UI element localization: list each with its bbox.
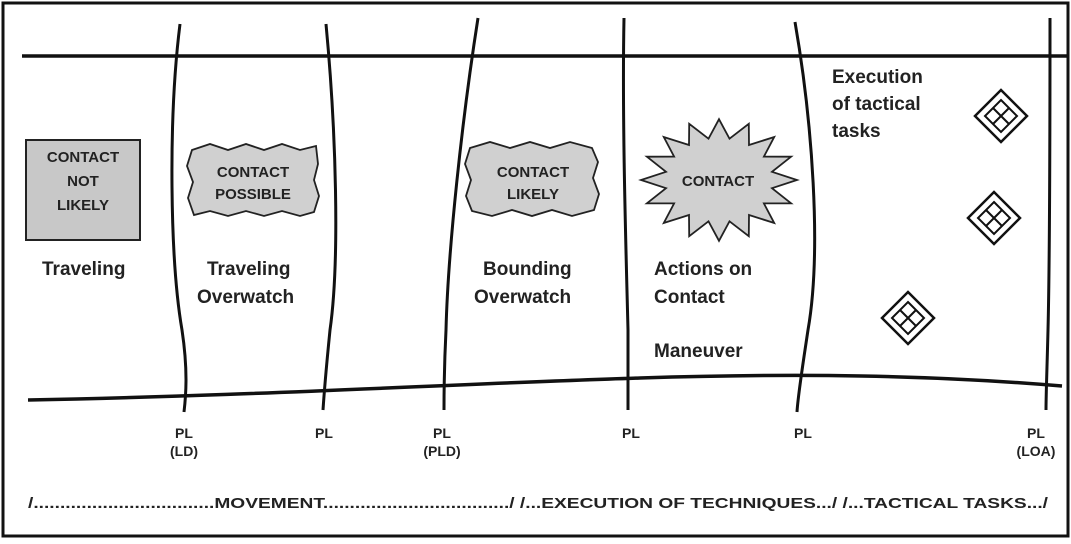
task-diamond-icon: [973, 88, 1029, 144]
contact-label: CONTACT: [682, 173, 754, 190]
task-diamond-icon: [966, 190, 1022, 246]
contact-likely-line2: LIKELY: [507, 186, 559, 203]
contact-starburst: [638, 117, 800, 243]
tactical-tasks-line3: tasks: [832, 121, 881, 142]
bounding-overwatch-line1: Bounding: [483, 259, 572, 280]
traveling-overwatch-line2: Overwatch: [197, 287, 294, 308]
contact-likely-shape: [464, 141, 600, 217]
contact-not-likely-line2: NOT: [67, 173, 99, 190]
task-diamond-icon: [880, 290, 936, 346]
pl-loa-line2: (LOA): [1017, 443, 1056, 459]
phase-summary-text: /..................................MOVEM…: [28, 495, 1049, 512]
tactical-tasks-line2: of tactical: [832, 94, 921, 115]
actions-on-contact-line1: Actions on: [654, 259, 752, 280]
actions-on-contact-line2: Contact: [654, 287, 725, 308]
contact-possible-line1: CONTACT: [217, 164, 289, 181]
pl-ld-line1: PL: [175, 425, 193, 441]
pl-ld-line2: (LD): [170, 443, 198, 459]
contact-likely-line1: CONTACT: [497, 164, 569, 181]
pl-pld-line1: PL: [433, 425, 451, 441]
contact-not-likely-box: [25, 139, 141, 241]
phase-line-pld: [442, 17, 480, 411]
ground-line: [27, 373, 1063, 402]
tactical-tasks-line1: Execution: [832, 67, 923, 88]
traveling-overwatch-line1: Traveling: [207, 259, 290, 280]
contact-possible-shape: [186, 143, 320, 217]
maneuver-label: Maneuver: [654, 341, 743, 362]
pl-5-label: PL: [794, 425, 812, 441]
traveling-label: Traveling: [42, 259, 125, 280]
phase-line-4: [621, 17, 630, 410]
pl-pld-line2: (PLD): [423, 443, 460, 459]
phase-line-2: [321, 23, 338, 411]
contact-not-likely-line3: LIKELY: [57, 197, 109, 214]
phase-line-5: [793, 21, 817, 413]
pl-4-label: PL: [622, 425, 640, 441]
contact-not-likely-line1: CONTACT: [47, 149, 119, 166]
pl-loa-line1: PL: [1027, 425, 1045, 441]
phase-line-loa: [1044, 17, 1052, 411]
contact-possible-line2: POSSIBLE: [215, 186, 291, 203]
bounding-overwatch-line2: Overwatch: [474, 287, 571, 308]
pl-2-label: PL: [315, 425, 333, 441]
phase-line-ld: [170, 23, 188, 413]
